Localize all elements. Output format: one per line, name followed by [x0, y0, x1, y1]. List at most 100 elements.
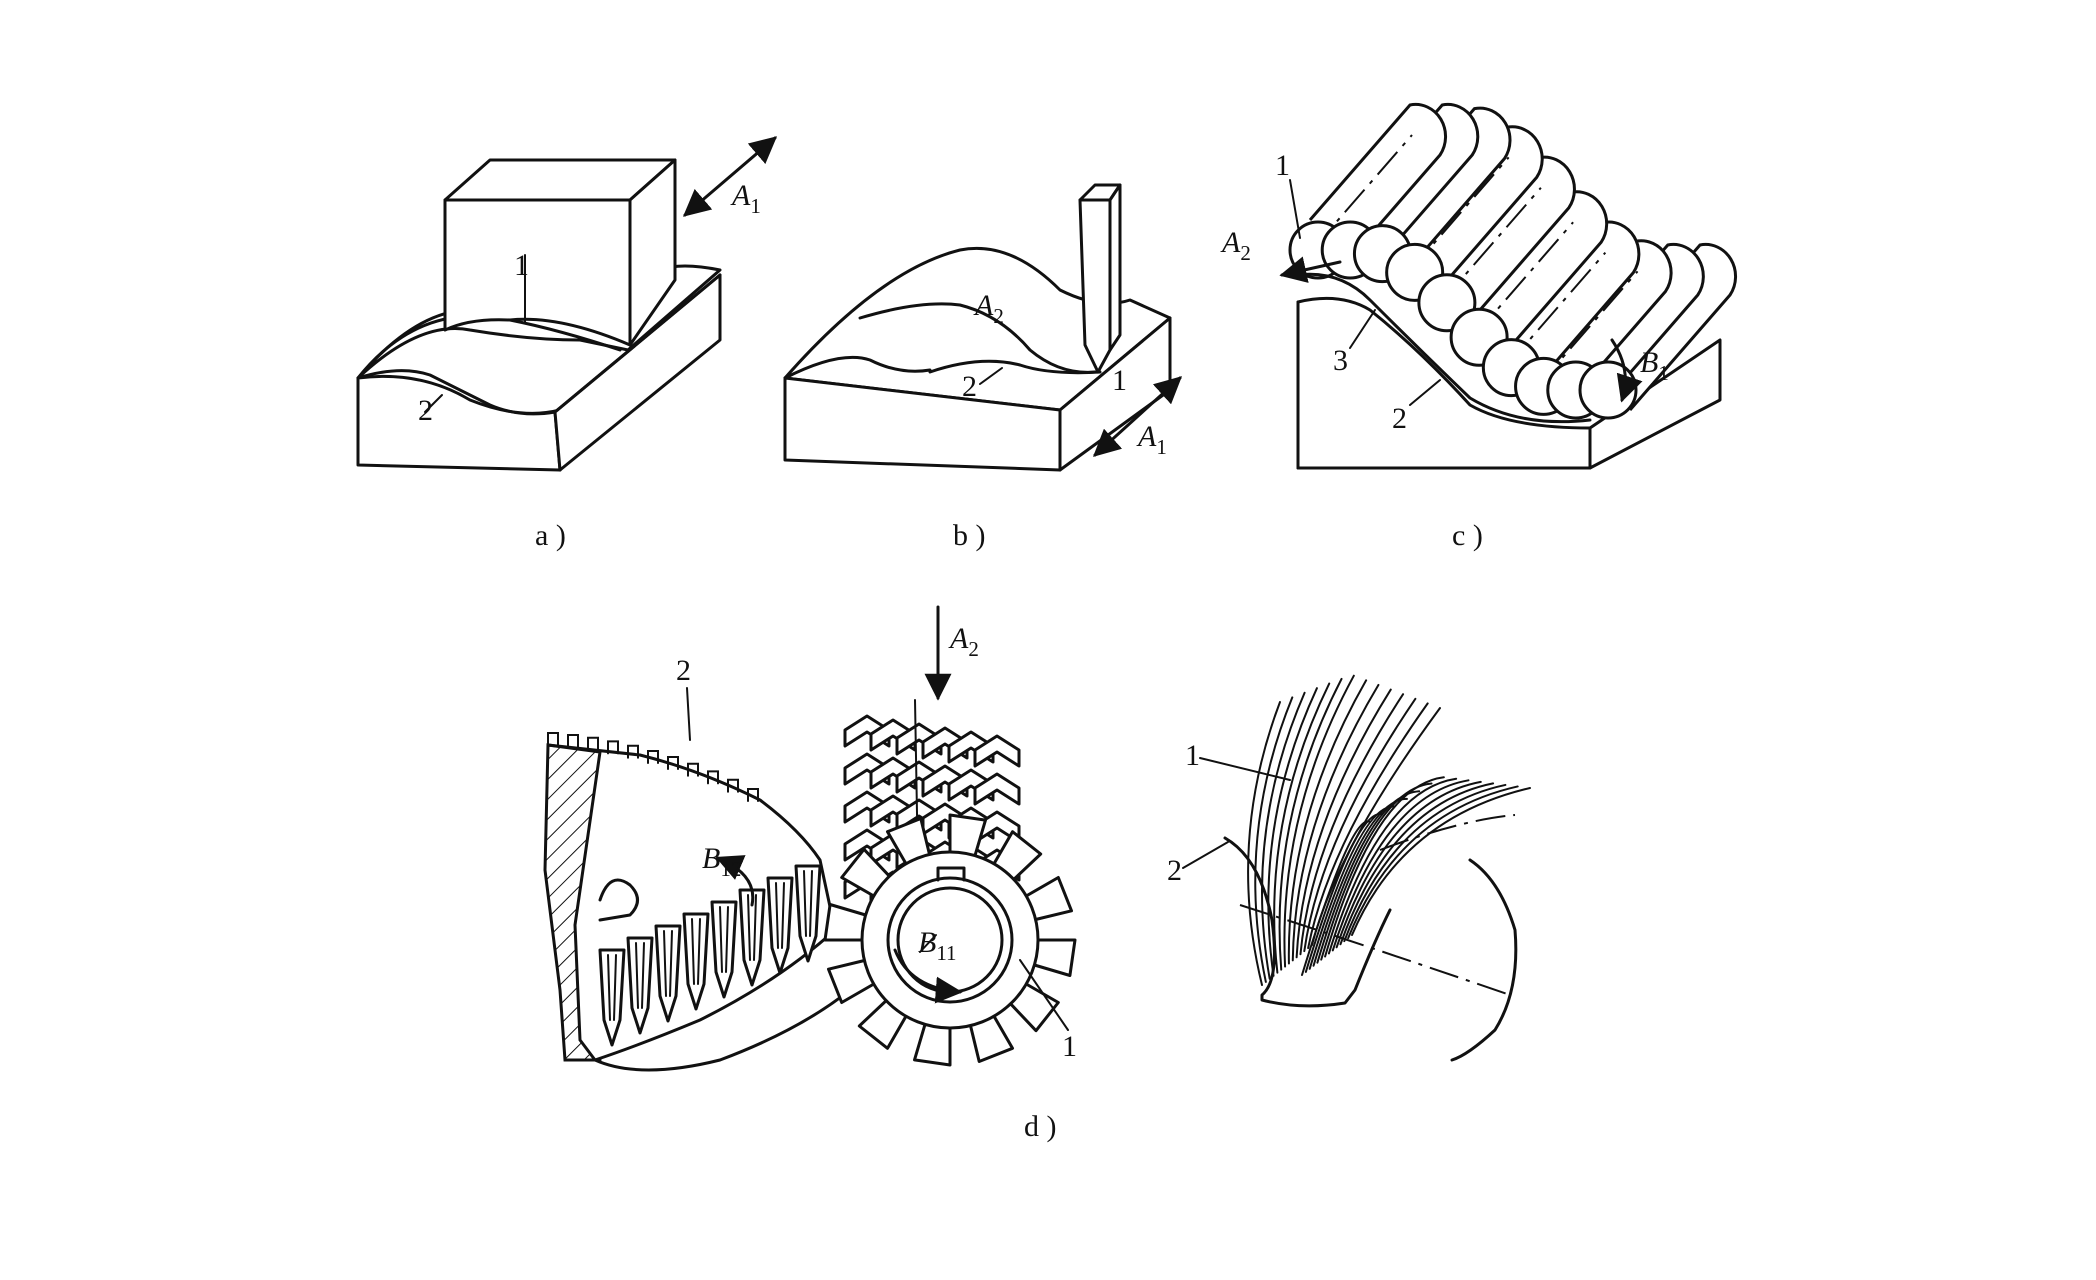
tooth-shading	[607, 954, 617, 1021]
gear-tooth-section	[766, 876, 794, 975]
gear-tooth	[627, 744, 639, 759]
roller-envelope	[1296, 272, 1592, 424]
hob-end-tooth	[1032, 938, 1077, 977]
gear-tooth	[547, 732, 559, 746]
gear-tooth	[727, 778, 739, 793]
leader-b11	[919, 934, 937, 953]
label-b-1: 1	[1112, 364, 1127, 397]
motion-label-a1: A1	[730, 179, 761, 218]
tooth-shading	[719, 906, 729, 973]
panel-d-envelope: 1 2	[1167, 674, 1531, 1062]
roller-train-c	[1288, 102, 1738, 424]
tooth-shading	[663, 930, 673, 997]
roller-body	[1469, 190, 1609, 359]
reference-line	[1379, 814, 1516, 851]
tooth-shading	[775, 882, 785, 949]
label-c-3: 3	[1333, 344, 1348, 377]
cutting-edge-position	[1331, 779, 1470, 952]
hob-end-tooth	[823, 903, 868, 942]
cutting-edge-position	[1335, 780, 1482, 949]
cutter-block-a	[443, 158, 677, 347]
cutting-edge-position	[1291, 683, 1380, 962]
feed-label-a2: A2	[948, 622, 979, 661]
panel-d-hobbing: B12 B11 A2 2 1 d )	[543, 605, 1077, 1143]
gear-tooth-section	[598, 948, 626, 1047]
hob-tooth-row	[973, 772, 1021, 806]
caption-d: d )	[1024, 1110, 1057, 1143]
rotation-label-b11: B11	[918, 926, 957, 965]
rotation-arrow-b12	[715, 855, 755, 907]
cutting-tool-b	[1078, 183, 1122, 374]
leader-b-2	[979, 367, 1003, 385]
cutting-edge-position	[1343, 783, 1507, 943]
motion-arrow-a1	[682, 136, 778, 217]
cutting-edge-position	[1261, 691, 1306, 980]
neighbour-tooth-profile	[1450, 858, 1518, 1062]
gear-teeth-top-d	[547, 732, 759, 802]
roller-body	[1437, 155, 1576, 324]
gear-tooth	[687, 762, 699, 777]
cutting-edge-position	[1307, 702, 1429, 950]
label-d-2: 2	[676, 654, 691, 687]
hob-end-tooth	[948, 813, 987, 858]
label-d-right-1: 1	[1185, 739, 1200, 772]
gear-tooth	[707, 770, 719, 785]
gear-blank-d	[543, 743, 852, 1072]
gear-tooth	[667, 756, 679, 770]
label-d-right-2: 2	[1167, 854, 1182, 887]
roller-body	[1405, 125, 1544, 294]
hob-end-tooth	[913, 1022, 952, 1067]
leader-d-right-2	[1182, 841, 1229, 869]
gear-tooth-section	[682, 912, 710, 1011]
gear-teeth-bottom-d	[598, 864, 822, 1047]
pitch-line	[1239, 904, 1511, 996]
leader-a-2	[424, 394, 443, 413]
cutting-edge-position	[1278, 677, 1343, 971]
leader-c-3	[1349, 309, 1376, 349]
rotation-arrow-b11	[893, 948, 963, 1004]
gear-tooth-section	[738, 888, 766, 987]
cutting-edge-position	[1267, 687, 1318, 977]
cutting-edge-envelope	[1239, 674, 1531, 996]
cutting-edge-position	[1327, 777, 1458, 955]
hob-keyway	[936, 866, 966, 882]
roller-body	[1502, 220, 1641, 389]
gear-tooth	[647, 750, 659, 764]
label-b-2: 2	[962, 370, 977, 403]
leader-d-1	[1019, 959, 1069, 1031]
gear-tooth-section	[710, 900, 738, 999]
hob-tooth-row	[973, 734, 1021, 768]
leader-c-1	[1289, 179, 1301, 239]
gear-tooth-section	[794, 864, 822, 963]
hob-cutter-d	[823, 699, 1077, 1067]
tooth-shading	[803, 870, 813, 937]
surface-label-a2: A2	[973, 289, 1004, 328]
motion-label-c-a2: A2	[1220, 226, 1251, 265]
panel-b: A2 2 1 A1 b )	[783, 183, 1183, 552]
caption-c: c )	[1452, 519, 1483, 552]
cutting-edge-position	[1299, 693, 1405, 956]
cutting-edge-position	[1254, 696, 1294, 983]
rotation-label-b12: B12	[702, 842, 741, 881]
tooth-shading	[747, 894, 757, 961]
gear-tooth	[747, 788, 759, 802]
leader-d-right-1	[1199, 757, 1291, 781]
motion-label-b-a1: A1	[1136, 420, 1167, 459]
cutting-edge-position	[1347, 785, 1519, 940]
motion-arrow-c-b1	[1610, 338, 1643, 403]
caption-b: b )	[953, 519, 986, 552]
motion-arrow-b-a1	[1092, 376, 1183, 457]
cutting-edge-position	[1303, 697, 1417, 953]
cutting-edge-position	[1283, 674, 1355, 968]
tooth-shading	[635, 942, 645, 1009]
workpiece-c	[1296, 296, 1722, 470]
cutting-edge-position	[1287, 679, 1368, 965]
cutting-edge-position	[1351, 787, 1531, 936]
roller-end	[1578, 360, 1638, 420]
tooth-space-profile	[1223, 836, 1392, 1008]
label-d-1: 1	[1062, 1030, 1077, 1063]
gear-tooth	[607, 740, 619, 755]
label-c-1: 1	[1275, 149, 1290, 182]
gear-tooth	[567, 734, 579, 748]
caption-a: a )	[535, 519, 566, 552]
